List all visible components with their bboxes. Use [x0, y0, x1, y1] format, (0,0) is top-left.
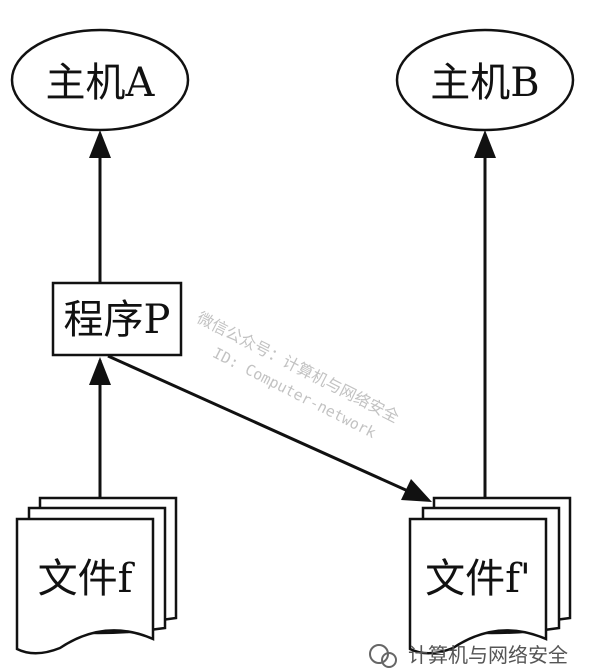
program-p-label: 程序P — [64, 297, 171, 343]
wechat-icon — [369, 644, 397, 668]
file-f-prime-label: 文件f' — [425, 556, 531, 602]
program-p-node: 程序P — [51, 281, 183, 357]
footer-brand: 计算机与网络安全 — [369, 643, 568, 668]
arrow-program-to-file-f-prime — [107, 354, 429, 502]
arrow-file-f-to-program-head — [89, 357, 111, 385]
file-f-label: 文件f — [38, 556, 136, 602]
arrow-program-to-file-f-prime-head — [401, 479, 432, 502]
host-b-label: 主机B — [430, 60, 539, 106]
host-a-node: 主机A — [10, 28, 190, 132]
file-f-prime-stack: 文件f' — [408, 496, 572, 655]
arrow-program-to-host-a-head — [89, 130, 111, 158]
host-a-label: 主机A — [46, 60, 156, 106]
watermark: 微信公众号：计算机与网络安全 ID: Computer-network — [194, 308, 402, 442]
file-f-stack: 文件f — [15, 496, 178, 655]
arrow-file-f-prime-to-host-b-head — [474, 130, 496, 158]
footer-brand-label: 计算机与网络安全 — [408, 643, 568, 667]
host-b-node: 主机B — [395, 28, 575, 132]
